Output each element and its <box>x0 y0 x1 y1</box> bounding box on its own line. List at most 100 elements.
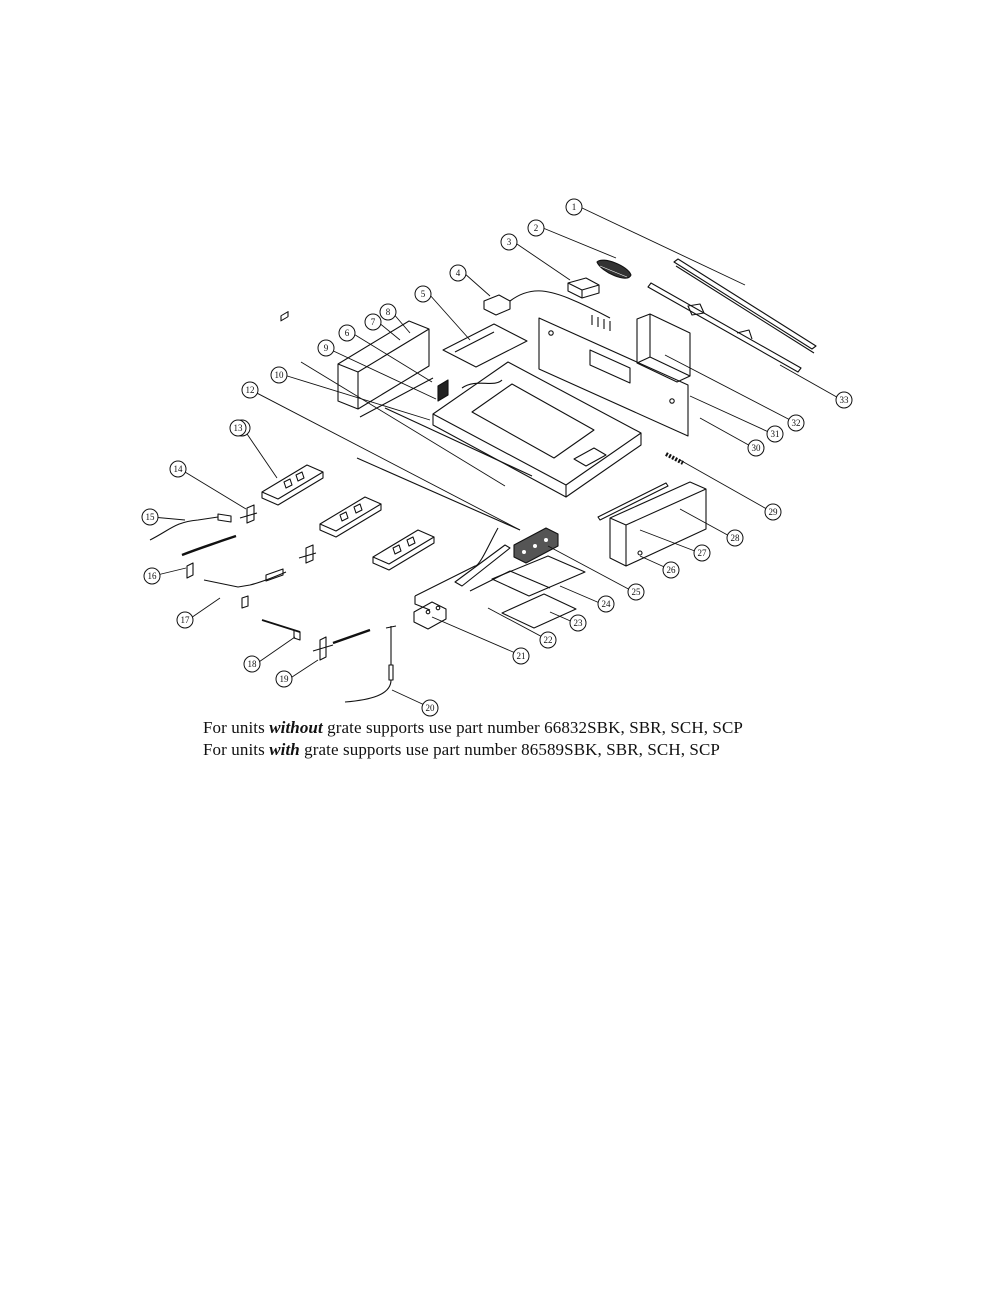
callout-label-15: 15 <box>146 512 156 522</box>
part-burner-base <box>319 496 382 538</box>
callout-circle-14 <box>169 460 187 478</box>
part-plate <box>491 555 586 597</box>
part-long-rod-2 <box>384 407 533 477</box>
callout-label-23: 23 <box>574 618 584 628</box>
callout-circle-26 <box>662 561 680 579</box>
callout-label-7: 7 <box>371 317 376 327</box>
callout-circle-27 <box>693 544 711 562</box>
callout-circle-13 <box>229 419 247 437</box>
part-board <box>442 323 528 368</box>
part-number-note-with: For units with grate supports use part n… <box>203 740 720 759</box>
callout-circle-20 <box>421 699 439 717</box>
callout-label-22: 22 <box>544 635 553 645</box>
callout-circle-3 <box>500 233 518 251</box>
part-clip <box>437 379 449 402</box>
callout-circle-33 <box>835 391 853 409</box>
callout-label-14: 14 <box>174 464 184 474</box>
part-thermocouple <box>149 513 232 541</box>
callout-label-16: 16 <box>148 571 158 581</box>
callout-label-1: 1 <box>572 202 577 212</box>
part-bracket <box>636 313 691 383</box>
callout-circle-30 <box>747 439 765 457</box>
callout-label-13: 13 <box>234 423 244 433</box>
part-long-rod <box>356 457 521 531</box>
part-rail <box>673 258 817 354</box>
callout-label-17: 17 <box>181 615 191 625</box>
callout-label-8: 8 <box>386 307 391 317</box>
part-rail-lower <box>647 282 802 373</box>
callout-label-29: 29 <box>769 507 779 517</box>
callout-circle-22 <box>539 631 557 649</box>
callout-label-32: 32 <box>792 418 801 428</box>
part-thin-bar <box>597 482 669 521</box>
callout-label-9: 9 <box>324 343 329 353</box>
callout-circle-23 <box>569 614 587 632</box>
callout-label-6: 6 <box>345 328 350 338</box>
callout-label-5: 5 <box>421 289 426 299</box>
callout-circle-7 <box>364 313 382 331</box>
part-rod <box>359 377 434 418</box>
callout-circle-32 <box>787 414 805 432</box>
callout-circle-15 <box>141 508 159 526</box>
callout-circle-16 <box>143 567 161 585</box>
callout-circle-19 <box>275 670 293 688</box>
callout-label-12: 12 <box>246 385 255 395</box>
part-main-tray <box>432 361 642 498</box>
callout-label-21: 21 <box>517 651 526 661</box>
part-side-panel <box>337 320 430 410</box>
callout-label-3: 3 <box>507 237 512 247</box>
callout-label-2: 2 <box>534 223 539 233</box>
callout-circle-25 <box>627 583 645 601</box>
callout-circle-9 <box>317 339 335 357</box>
callout-label-4: 4 <box>456 268 461 278</box>
callout-label-20: 20 <box>426 703 436 713</box>
part-control-block <box>513 527 559 564</box>
callout-circle-29 <box>764 503 782 521</box>
part-number-note-without: For units without grate supports use par… <box>203 718 743 737</box>
callout-label-24: 24 <box>602 599 612 609</box>
callout-circle-2 <box>527 219 545 237</box>
part-igniter <box>181 534 237 579</box>
part-right-bracket <box>609 481 707 567</box>
callout-circle-21 <box>512 647 530 665</box>
callout-circle-18 <box>243 655 261 673</box>
part-coil <box>596 259 632 279</box>
callout-label-28: 28 <box>731 533 741 543</box>
part-burner-base <box>372 529 435 571</box>
part-valve <box>298 544 317 564</box>
callout-circle-31 <box>766 425 784 443</box>
callout-label-27: 27 <box>698 548 708 558</box>
callout-circle-5 <box>414 285 432 303</box>
part-electrode <box>344 625 397 703</box>
part-thermocouple <box>203 568 287 609</box>
callout-circle-10 <box>270 366 288 384</box>
callout-label-25: 25 <box>632 587 642 597</box>
part-valve <box>312 628 371 661</box>
part-module <box>483 290 611 331</box>
callout-circle-1 <box>565 198 583 216</box>
callout-circle-28 <box>726 529 744 547</box>
part-plate <box>469 570 551 592</box>
callout-circle-12 <box>241 381 259 399</box>
part-valve <box>239 504 258 524</box>
callout-label-30: 30 <box>752 443 762 453</box>
callout-label-31: 31 <box>771 429 780 439</box>
part-thermocouple <box>261 619 301 641</box>
callout-circle-4 <box>449 264 467 282</box>
callout-circle-24 <box>597 595 615 613</box>
leader-lines <box>151 206 843 709</box>
part-block <box>567 277 600 299</box>
part-spring <box>665 452 684 465</box>
part-burner-base <box>261 311 324 506</box>
callout-group: 1234567891011121314151617181920212223242… <box>141 198 853 717</box>
callout-label-19: 19 <box>280 674 290 684</box>
callout-circle-8 <box>379 303 397 321</box>
callout-label-26: 26 <box>667 565 677 575</box>
callout-circle-17 <box>176 611 194 629</box>
callout-label-18: 18 <box>248 659 258 669</box>
callout-label-10: 10 <box>275 370 285 380</box>
part-plate <box>501 593 577 629</box>
callout-label-33: 33 <box>840 395 850 405</box>
part-manifold <box>414 527 511 611</box>
